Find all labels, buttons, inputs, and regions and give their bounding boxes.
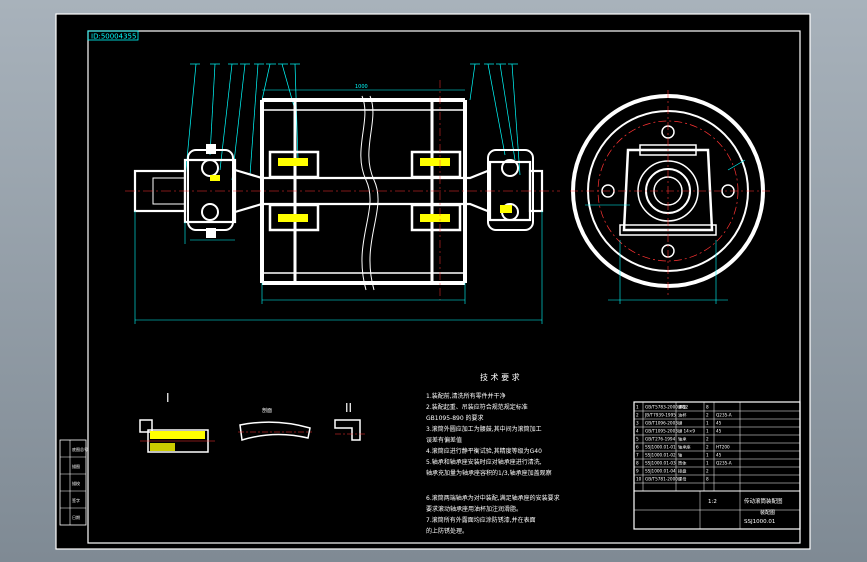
id-tag-text: ID:50004355 xyxy=(91,33,136,41)
title-block-cell: 筒体 xyxy=(678,460,687,467)
tech-title: 技 术 要 求 xyxy=(480,372,520,382)
title-block-cell: SSJ1000.01-02 xyxy=(645,453,676,458)
title-block-cell: 10 xyxy=(636,477,642,482)
tech-line-6: 5.轴承和轴承座安装时应对轴承座进行清洗, xyxy=(426,458,542,466)
title-block-cell: JB/T7939-1995 xyxy=(644,413,676,418)
title-block-cell: 1 xyxy=(706,453,709,458)
title-block-cell: 轴承座 xyxy=(678,444,691,451)
side-stamp-2: 描校 xyxy=(72,480,80,486)
title-block-cell: GB/T1095-2003 xyxy=(645,429,678,434)
side-stamp-1: 描图 xyxy=(72,463,80,469)
title-block-cell: GB/T5781-2000 xyxy=(645,477,678,482)
title-block-cell: SSJ1000.01-03 xyxy=(645,461,676,466)
title-block-cell: GB/T5783-2000 M12 xyxy=(645,405,689,410)
title-block-cell: 45 xyxy=(716,429,722,434)
tech-line-8: 6.滚筒两端轴承为对中装配,满足轴承座的安装要求 xyxy=(426,494,560,502)
title-block-cell: 8 xyxy=(706,477,709,482)
title-block-cell: 45 xyxy=(716,453,722,458)
title-block-cell: 5 xyxy=(636,437,639,442)
tech-line-0: 1.装配前,清洗所有零件并干净 xyxy=(426,392,506,400)
title-block-cell: SSJ1000.01-01 xyxy=(645,445,676,450)
bearing-right xyxy=(487,149,534,231)
tech-line-10: 7.滚筒所有外露面均应涂防锈漆,并在表面 xyxy=(426,516,536,524)
title-block-cell: 轴承 xyxy=(678,436,687,443)
side-view xyxy=(570,90,770,304)
dim-top-width: 1000 xyxy=(355,84,368,90)
title-block-cell: 4 xyxy=(636,429,639,434)
side-stamp-4: 日期 xyxy=(72,514,80,520)
tech-line-7: 轴承充加量为轴承座容积的1/3,轴承座加盖观察 xyxy=(426,469,552,477)
bearing-block xyxy=(622,148,714,232)
tech-line-5: 4.滚筒应进行静平衡试验,其精度等级为G40 xyxy=(426,447,542,455)
title-block-cell: 螺母 xyxy=(678,476,686,483)
title-block-cell: 9 xyxy=(636,469,639,474)
title-block-cell: 螺栓 xyxy=(678,404,687,411)
title-block-cell: 6 xyxy=(636,445,639,450)
side-stamp-3: 签字 xyxy=(72,497,80,503)
title-block-cell: 1 xyxy=(706,421,709,426)
title-block-cell: 1 xyxy=(706,429,709,434)
title-block-cell: Q235-A xyxy=(716,413,732,418)
title-block-cell: 3 xyxy=(636,421,639,426)
title-sheet: 装配图 xyxy=(760,509,775,516)
title-block-cell: 2 xyxy=(706,437,709,442)
title-block-cell: GB/T1096-2003 xyxy=(645,421,678,426)
title-block-cell: 7 xyxy=(636,453,639,458)
tech-line-9: 要求滚动轴承座用油杯加注润滑脂。 xyxy=(426,505,522,513)
inner-frame xyxy=(87,30,801,544)
tech-line-1: 2.装配起重、吊装应符合规范规定标准 xyxy=(426,403,528,411)
title-block-cell: 1 xyxy=(706,461,709,466)
title-block-cell: 45 xyxy=(716,421,722,426)
title-block-cell: Q235-A xyxy=(716,461,732,466)
detail-label-1: I xyxy=(166,391,170,405)
title-block-cell: 8 xyxy=(706,405,709,410)
side-stamp: 底图总号 描图 描校 签字 日期 xyxy=(59,439,88,526)
front-view: 1000 xyxy=(125,63,560,324)
tech-line-4: 误差有偏差值 xyxy=(426,436,462,444)
title-block-cell: 接盘 xyxy=(678,468,686,475)
id-tag: ID:50004355 xyxy=(87,30,139,41)
title-block-cell: 键 xyxy=(678,420,683,427)
detail-label-mid: 剖面 xyxy=(262,407,272,414)
leader-lines xyxy=(184,63,521,181)
title-block-cell: 轴 xyxy=(678,452,682,459)
tech-line-2: GB1095-890 的要求 xyxy=(426,414,484,422)
title-block-cell: 2 xyxy=(706,445,709,450)
tech-line-11: 的上防锈处理。 xyxy=(426,527,468,535)
title-block-cell: 8 xyxy=(636,461,639,466)
break-line xyxy=(360,95,371,291)
side-stamp-0: 底图总号 xyxy=(72,446,88,452)
title-block-cell: 2 xyxy=(706,469,709,474)
title-block-cell: 2 xyxy=(706,413,709,418)
title-block-cell: 油杯 xyxy=(678,412,687,419)
detail-label-2: II xyxy=(345,401,352,415)
tech-line-3: 3.滚筒外圆应加工为腰鼓,其中间为滚筒加工 xyxy=(426,425,542,433)
title-drawing-name: 传动滚筒装配图 xyxy=(744,497,783,505)
title-scale: 1:2 xyxy=(708,499,717,505)
title-block-cell: 键 14×9 xyxy=(678,428,695,435)
title-block-cell: 2 xyxy=(636,413,639,418)
tech-requirements: 技 术 要 求 1.装配前,清洗所有零件并干净 2.装配起重、吊装应符合规范规定… xyxy=(426,372,560,535)
title-block-cell: GB/T276-1994 xyxy=(645,437,676,442)
hatch-areas xyxy=(210,158,512,222)
title-drawing-no: SSJ1000.01 xyxy=(744,519,775,525)
title-block-cell: HT200 xyxy=(716,445,730,450)
title-block-cell: SSJ1000.01-04 xyxy=(645,469,676,474)
detail-views: I 剖面 II xyxy=(139,391,365,453)
title-block-cell: 1 xyxy=(636,405,639,410)
dimensions xyxy=(134,89,543,324)
